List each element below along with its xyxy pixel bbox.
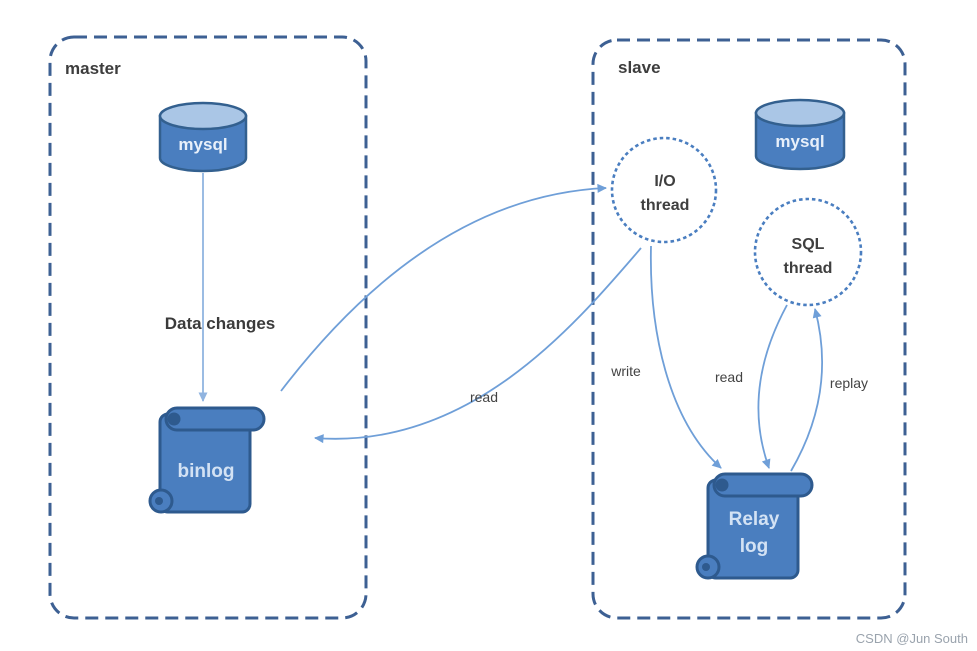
relay-log-label-line2: log xyxy=(740,536,769,557)
relay-log-label-line1: Relay xyxy=(729,509,780,530)
sql-thread-label-line1: SQL xyxy=(792,236,825,253)
io-thread-read-binlog-arrow xyxy=(314,247,642,444)
master-label: master xyxy=(65,59,121,78)
slave-container xyxy=(591,38,907,620)
io-thread-circle-outline xyxy=(610,136,718,244)
io-thread-label-line2: thread xyxy=(641,197,690,214)
slave-label: slave xyxy=(618,58,661,77)
binlog-scroll-top-curl xyxy=(167,412,181,426)
master-mysql-label: mysql xyxy=(178,135,227,154)
database-cylinder-top xyxy=(754,98,846,128)
binlog-scroll-top-roll xyxy=(164,406,266,432)
relay-log-scroll-bottom-curl-dot xyxy=(702,563,710,571)
binlog-scroll-bottom-curl-dot xyxy=(155,497,163,505)
data-changes-label: Data changes xyxy=(165,314,276,333)
slave-mysql-label: mysql xyxy=(775,132,824,151)
sql-thread-label-line2: thread xyxy=(784,260,833,277)
write-label: write xyxy=(610,363,641,379)
relay-log-scroll: Relay log xyxy=(695,472,814,580)
sql-thread-circle-outline xyxy=(753,197,863,307)
replay-label: replay xyxy=(830,375,868,391)
binlog-to-io-thread-arrow xyxy=(280,183,607,392)
sql-read-relay-arrow xyxy=(757,304,788,469)
watermark-text: CSDN @Jun South xyxy=(856,631,968,646)
binlog-scroll: binlog xyxy=(148,406,266,514)
database-cylinder-body xyxy=(754,111,846,171)
master-mysql-database: mysql xyxy=(158,101,248,173)
io-thread-label-line1: I/O xyxy=(654,173,675,190)
slave-mysql-database: mysql xyxy=(754,98,846,171)
write-arrow xyxy=(649,245,722,469)
database-cylinder-body xyxy=(158,114,248,173)
io-thread-circle: I/O thread xyxy=(610,136,718,244)
sql-thread-circle: SQL thread xyxy=(753,197,863,307)
database-cylinder-top xyxy=(158,101,248,131)
master-container xyxy=(48,35,368,620)
read-relay-label: read xyxy=(715,369,743,385)
read-binlog-label: read xyxy=(470,389,498,405)
relay-log-scroll-top-curl xyxy=(715,478,729,492)
replay-arrow xyxy=(790,308,823,472)
binlog-label: binlog xyxy=(178,461,235,482)
relay-log-scroll-top-roll xyxy=(712,472,814,498)
